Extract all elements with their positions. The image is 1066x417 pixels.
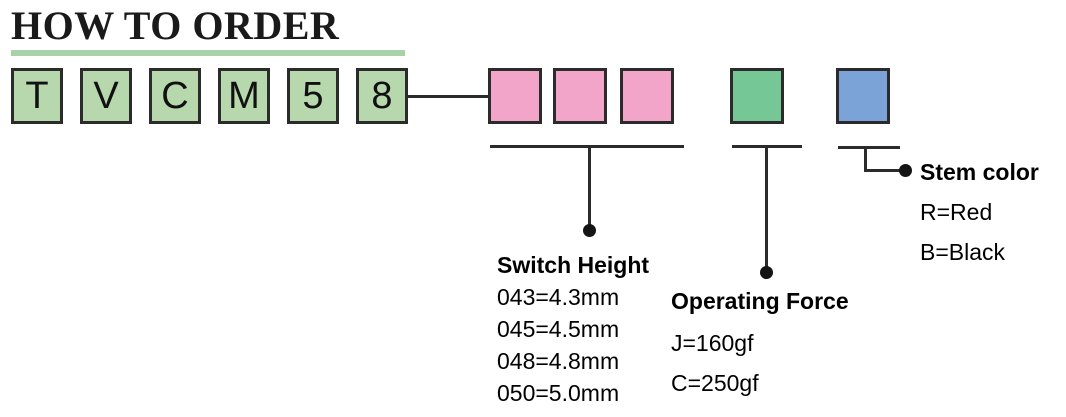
switch-height-option-4: 050=5.0mm <box>497 380 620 406</box>
operating-force-title: Operating Force <box>671 288 849 314</box>
leader-dot-switch-height <box>583 224 596 237</box>
operating-force-option-2: C=250gf <box>671 370 759 396</box>
option-box-operating-force[interactable] <box>730 68 784 124</box>
leader-stem-vertical-stem-color <box>864 146 867 172</box>
title-underline-rule <box>11 50 405 56</box>
switch-height-option-2: 045=4.5mm <box>497 316 620 342</box>
operating-force-option-1: J=160gf <box>671 330 754 356</box>
code-box-4[interactable]: M <box>218 68 270 124</box>
code-box-2[interactable]: V <box>80 68 132 124</box>
code-box-3[interactable]: C <box>149 68 201 124</box>
leader-stem-operating-force <box>765 145 768 275</box>
code-box-6[interactable]: 8 <box>356 68 408 124</box>
switch-height-option-1: 043=4.3mm <box>497 284 620 310</box>
switch-height-title: Switch Height <box>497 252 650 278</box>
leader-bracket-stem-color <box>838 146 900 149</box>
code-box-5[interactable]: 5 <box>287 68 339 124</box>
connector-line <box>408 95 488 98</box>
stem-color-option-1: R=Red <box>920 199 993 225</box>
option-box-stem-color[interactable] <box>836 68 890 124</box>
leader-dot-stem-color <box>899 164 912 177</box>
stem-color-title: Stem color <box>920 159 1039 185</box>
switch-height-option-3: 048=4.8mm <box>497 348 620 374</box>
page-title: HOW TO ORDER <box>11 3 340 48</box>
leader-dot-operating-force <box>760 266 773 279</box>
option-box-switch-height-3[interactable] <box>620 68 674 124</box>
code-box-1[interactable]: T <box>11 68 63 124</box>
leader-stem-horizontal-stem-color <box>864 169 904 172</box>
stem-color-option-2: B=Black <box>920 239 1006 265</box>
option-box-switch-height-1[interactable] <box>488 68 542 124</box>
leader-bracket-switch-height <box>490 145 684 148</box>
leader-stem-switch-height <box>588 145 591 229</box>
option-box-switch-height-2[interactable] <box>553 68 607 124</box>
